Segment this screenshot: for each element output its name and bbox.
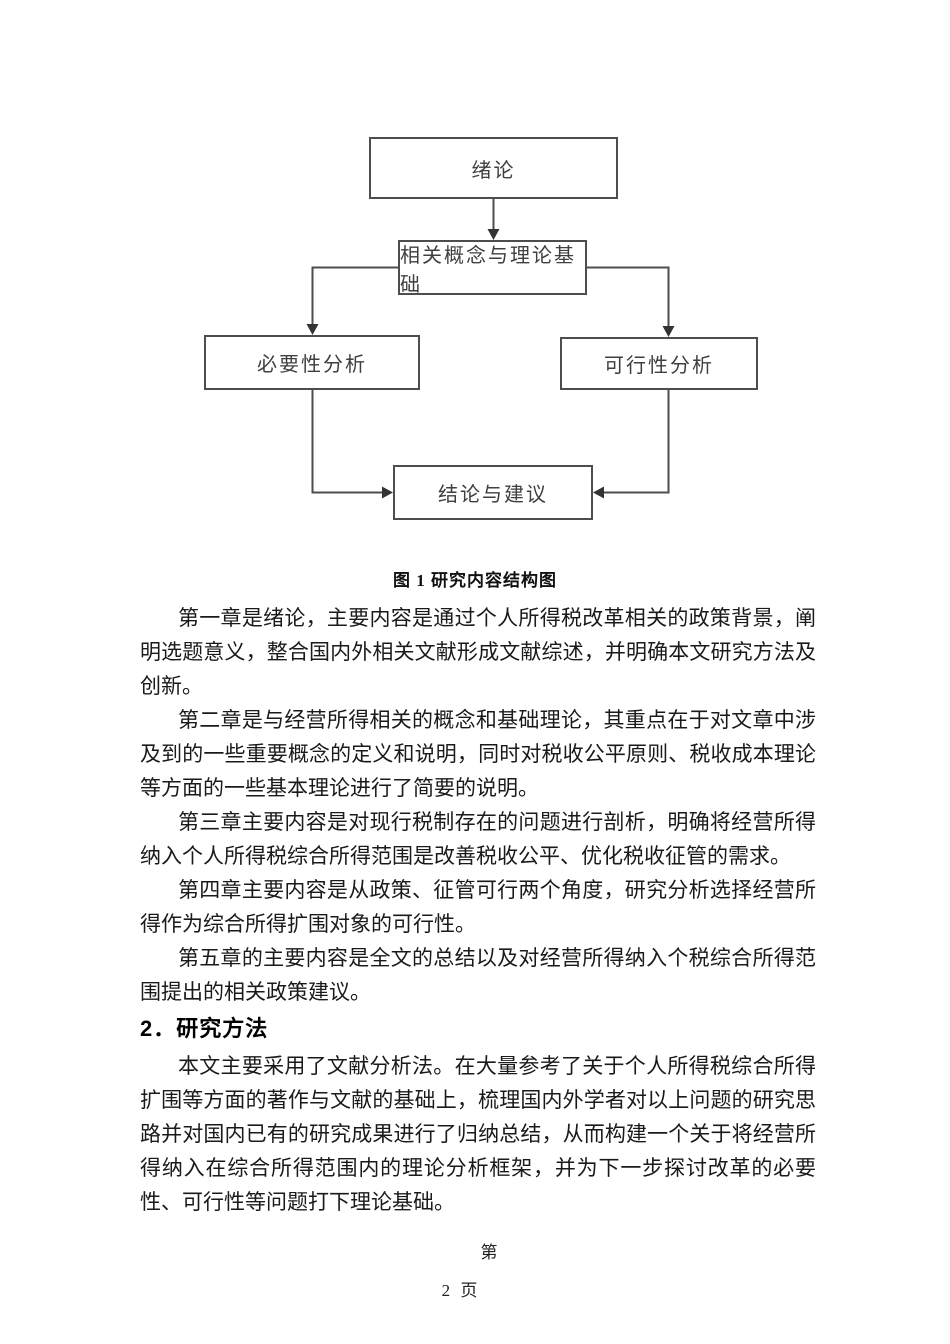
flowchart-node-necessity-analysis: 必要性分析 — [204, 335, 420, 390]
section-heading-research-methods: 2．研究方法 — [140, 1016, 269, 1041]
flowchart-node-introduction: 绪论 — [369, 137, 618, 199]
flowchart-node-feasibility-analysis: 可行性分析 — [560, 337, 758, 390]
paragraph-chapter5: 第五章的主要内容是全文的总结以及对经营所得纳入个税综合所得范围提出的相关政策建议… — [140, 946, 816, 1004]
page-footer-prefix: 第 — [480, 1243, 498, 1262]
figure-caption: 图 1 研究内容结构图 — [393, 571, 557, 590]
paragraph-chapter2: 第二章是与经营所得相关的概念和基础理论，其重点在于对文章中涉及到的一些重要概念的… — [140, 708, 816, 800]
flowchart-node-label: 绪论 — [471, 159, 516, 182]
page-footer-number: 2 页 — [441, 1281, 481, 1300]
paragraph-chapter1: 第一章是绪论，主要内容是通过个人所得税改革相关的政策背景，阐明选题意义，整合国内… — [140, 606, 816, 698]
flowchart-node-label: 相关概念与理论基础 — [400, 244, 576, 296]
paragraph-chapter4: 第四章主要内容是从政策、征管可行两个角度，研究分析选择经营所得作为综合所得扩围对… — [140, 878, 816, 936]
flowchart-node-label: 必要性分析 — [257, 354, 367, 376]
flowchart-node-label: 结论与建议 — [438, 484, 548, 506]
body-text: 第一章是绪论，主要内容是通过个人所得税改革相关的政策背景，阐明选题意义，整合国内… — [140, 601, 816, 1219]
flowchart-node-conclusion-suggestions: 结论与建议 — [393, 465, 593, 520]
research-structure-flowchart: 绪论 相关概念与理论基础 必要性分析 可行性分析 结论与建议 — [0, 0, 950, 545]
paragraph-chapter3: 第三章主要内容是对现行税制存在的问题进行剖析，明确将经营所得纳入个人所得税综合所… — [140, 810, 816, 868]
paragraph-research-methods: 本文主要采用了文献分析法。在大量参考了关于个人所得税综合所得扩围等方面的著作与文… — [140, 1054, 816, 1214]
flowchart-node-label: 可行性分析 — [604, 355, 714, 377]
flowchart-node-concepts-theory: 相关概念与理论基础 — [398, 240, 587, 296]
